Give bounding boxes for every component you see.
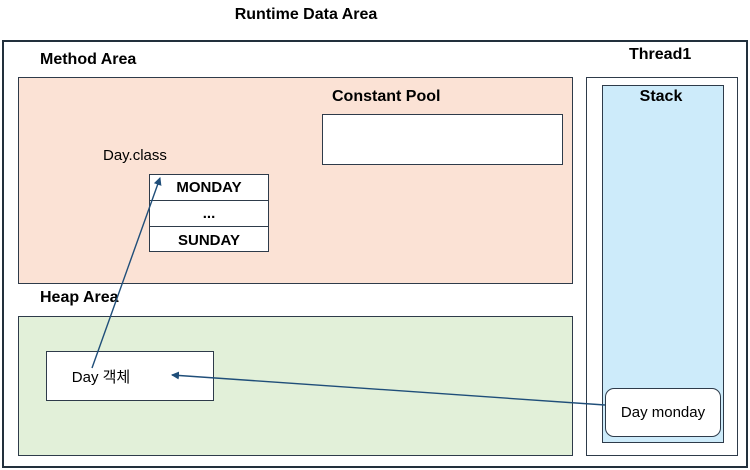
method-area-label: Method Area xyxy=(40,51,137,68)
stack-label: Stack xyxy=(639,88,683,105)
object-to-class-arrow xyxy=(91,177,162,369)
enum-constant-table: MONDAY ... SUNDAY xyxy=(149,174,269,252)
thread-label: Thread1 xyxy=(629,46,692,63)
runtime-data-area-frame xyxy=(2,40,748,468)
variable-to-object-arrow xyxy=(171,371,606,406)
day-class-label: Day.class xyxy=(103,147,167,164)
heap-area-label: Heap Area xyxy=(40,289,119,306)
enum-constant-sunday: SUNDAY xyxy=(178,231,240,249)
enum-constant-ellipsis: ... xyxy=(150,201,268,227)
enum-constant-monday: MONDAY xyxy=(150,175,268,201)
constant-pool-label: Constant Pool xyxy=(332,88,441,105)
method-area-region xyxy=(18,77,573,284)
stack-region xyxy=(602,85,724,443)
diagram-title: Runtime Data Area xyxy=(234,6,378,23)
stack-variable-box: Day monday xyxy=(605,388,721,437)
constant-pool-box xyxy=(322,114,563,165)
day-object-label: Day 객체 xyxy=(71,368,131,386)
